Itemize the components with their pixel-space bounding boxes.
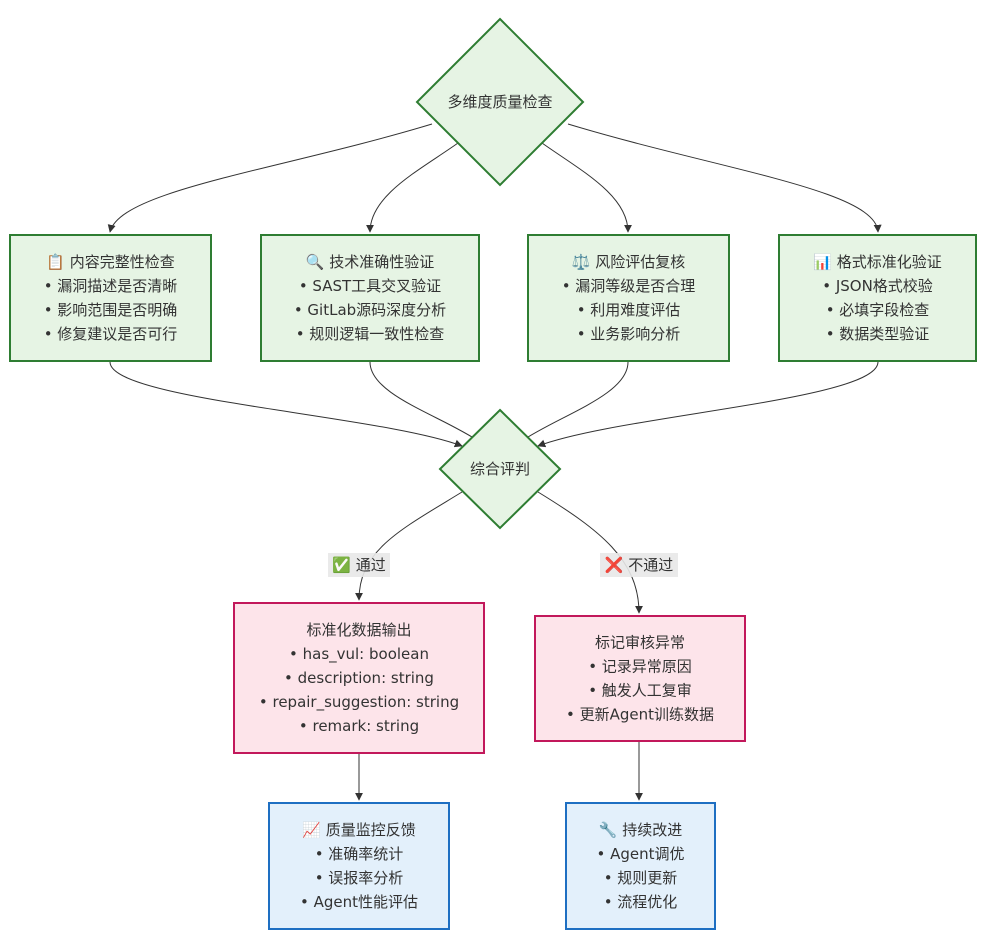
flag-box — [534, 615, 746, 742]
flag-node: 标记审核异常 • 记录异常原因 • 触发人工复审 • 更新Agent训练数据 — [534, 615, 746, 742]
edge-label-fail: ❌ 不通过 — [600, 553, 678, 577]
edge-start-tech — [366, 142, 459, 233]
risk-check-label: ⚖️ 风险评估复核 • 漏洞等级是否合理 • 利用难度评估 • 业务影响分析 — [562, 253, 696, 343]
risk-check-node: ⚖️ 风险评估复核 • 漏洞等级是否合理 • 利用难度评估 • 业务影响分析 — [527, 234, 730, 362]
flag-label-line: 标记审核异常 — [595, 634, 685, 652]
edge-start-content — [107, 123, 433, 233]
start-diamond — [415, 17, 585, 187]
edge-tech-judge — [369, 361, 481, 443]
monitor-label-line: • 误报率分析 — [315, 869, 404, 887]
output-node: 标准化数据输出 • has_vul: boolean • description: … — [233, 602, 485, 754]
tech-check-label-line: 🔍 技术准确性验证 — [306, 252, 434, 271]
edges — [107, 123, 882, 801]
improve-label-line: • Agent调优 — [596, 845, 684, 863]
improve-label-line: 🔧 持续改进 — [599, 820, 682, 839]
format-check-label-line: • 必填字段检查 — [826, 301, 930, 319]
content-check-label-line: • 修复建议是否可行 — [44, 325, 178, 343]
output-label-line: 标准化数据输出 — [306, 621, 411, 639]
judge-label: 综合评判 — [470, 460, 530, 478]
content-check-label-line: 📋 内容完整性检查 — [46, 253, 174, 271]
tech-check-label-line: • GitLab源码深度分析 — [294, 301, 446, 319]
judge-label-line: 综合评判 — [470, 460, 530, 478]
improve-label-line: • 流程优化 — [604, 893, 678, 911]
monitor-box — [268, 802, 450, 930]
improve-label-line: • 规则更新 — [604, 869, 678, 887]
tech-check-node: 🔍 技术准确性验证 • SAST工具交叉验证 • GitLab源码深度分析 • 规则逻… — [260, 234, 480, 362]
edge-label-fail-text: ❌ 不通过 — [605, 556, 673, 574]
tech-check-box — [260, 234, 480, 362]
content-check-label-line: • 影响范围是否明确 — [44, 301, 178, 319]
improve-label: 🔧 持续改进 • Agent调优 • 规则更新 • 流程优化 — [596, 820, 684, 911]
monitor-label: 📈 质量监控反馈 • 准确率统计 • 误报率分析 • Agent性能评估 — [300, 821, 418, 911]
tech-check-label: 🔍 技术准确性验证 • SAST工具交叉验证 • GitLab源码深度分析 • 规则逻… — [294, 252, 446, 343]
edge-label-pass: ✅ 通过 — [328, 553, 390, 577]
edge-judge-output — [355, 491, 463, 601]
output-box — [233, 602, 485, 754]
monitor-label-line: • 准确率统计 — [315, 845, 404, 863]
edge-content-judge — [109, 361, 463, 448]
flag-label: 标记审核异常 • 记录异常原因 • 触发人工复审 • 更新Agent训练数据 — [566, 634, 714, 724]
format-check-label-line: • 数据类型验证 — [826, 325, 930, 343]
edge-start-risk — [541, 142, 632, 233]
tech-check-label-line: • SAST工具交叉验证 — [299, 277, 441, 295]
output-label-line: • remark: string — [299, 717, 419, 735]
judge-diamond — [438, 408, 562, 530]
tech-check-label-line: • 规则逻辑一致性检查 — [296, 325, 445, 343]
format-check-node: 📊 格式标准化验证 • JSON格式校验 • 必填字段检查 • 数据类型验证 — [778, 234, 977, 362]
output-label-line: • repair_suggestion: string — [259, 693, 459, 712]
start-node: 多维度质量检查 — [415, 17, 585, 187]
format-check-label-line: 📊 格式标准化验证 — [813, 253, 941, 271]
content-check-box — [9, 234, 212, 362]
improve-box — [565, 802, 716, 930]
edge-risk-judge — [519, 361, 629, 443]
content-check-label: 📋 内容完整性检查 • 漏洞描述是否清晰 • 影响范围是否明确 • 修复建议是否可行 — [44, 253, 178, 343]
output-label-line: • description: string — [284, 669, 434, 687]
edge-judge-flag — [537, 491, 643, 614]
edge-format-judge — [537, 361, 879, 448]
risk-check-box — [527, 234, 730, 362]
judge-node: 综合评判 — [438, 408, 562, 530]
flag-label-line: • 更新Agent训练数据 — [566, 706, 714, 724]
edge-label-pass-text: ✅ 通过 — [332, 556, 385, 574]
monitor-label-line: • Agent性能评估 — [300, 893, 418, 911]
start-label-line: 多维度质量检查 — [447, 93, 552, 111]
output-label-line: • has_vul: boolean — [289, 645, 429, 664]
monitor-node: 📈 质量监控反馈 • 准确率统计 • 误报率分析 • Agent性能评估 — [268, 802, 450, 930]
flag-label-line: • 记录异常原因 — [588, 658, 692, 676]
risk-check-label-line: • 漏洞等级是否合理 — [562, 277, 696, 295]
improve-node: 🔧 持续改进 • Agent调优 • 规则更新 • 流程优化 — [565, 802, 716, 930]
format-check-label-line: • JSON格式校验 — [822, 277, 933, 295]
risk-check-label-line: ⚖️ 风险评估复核 — [572, 253, 685, 271]
output-label: 标准化数据输出 • has_vul: boolean • description: … — [259, 621, 459, 735]
monitor-label-line: 📈 质量监控反馈 — [302, 821, 415, 839]
start-label: 多维度质量检查 — [447, 93, 552, 111]
content-check-node: 📋 内容完整性检查 • 漏洞描述是否清晰 • 影响范围是否明确 • 修复建议是否可行 — [9, 234, 212, 362]
risk-check-label-line: • 利用难度评估 — [577, 301, 681, 319]
flag-label-line: • 触发人工复审 — [588, 682, 692, 700]
content-check-label-line: • 漏洞描述是否清晰 — [44, 277, 178, 295]
format-check-box — [778, 234, 977, 362]
format-check-label: 📊 格式标准化验证 • JSON格式校验 • 必填字段检查 • 数据类型验证 — [813, 253, 941, 343]
risk-check-label-line: • 业务影响分析 — [577, 325, 681, 343]
edge-start-format — [567, 123, 882, 233]
